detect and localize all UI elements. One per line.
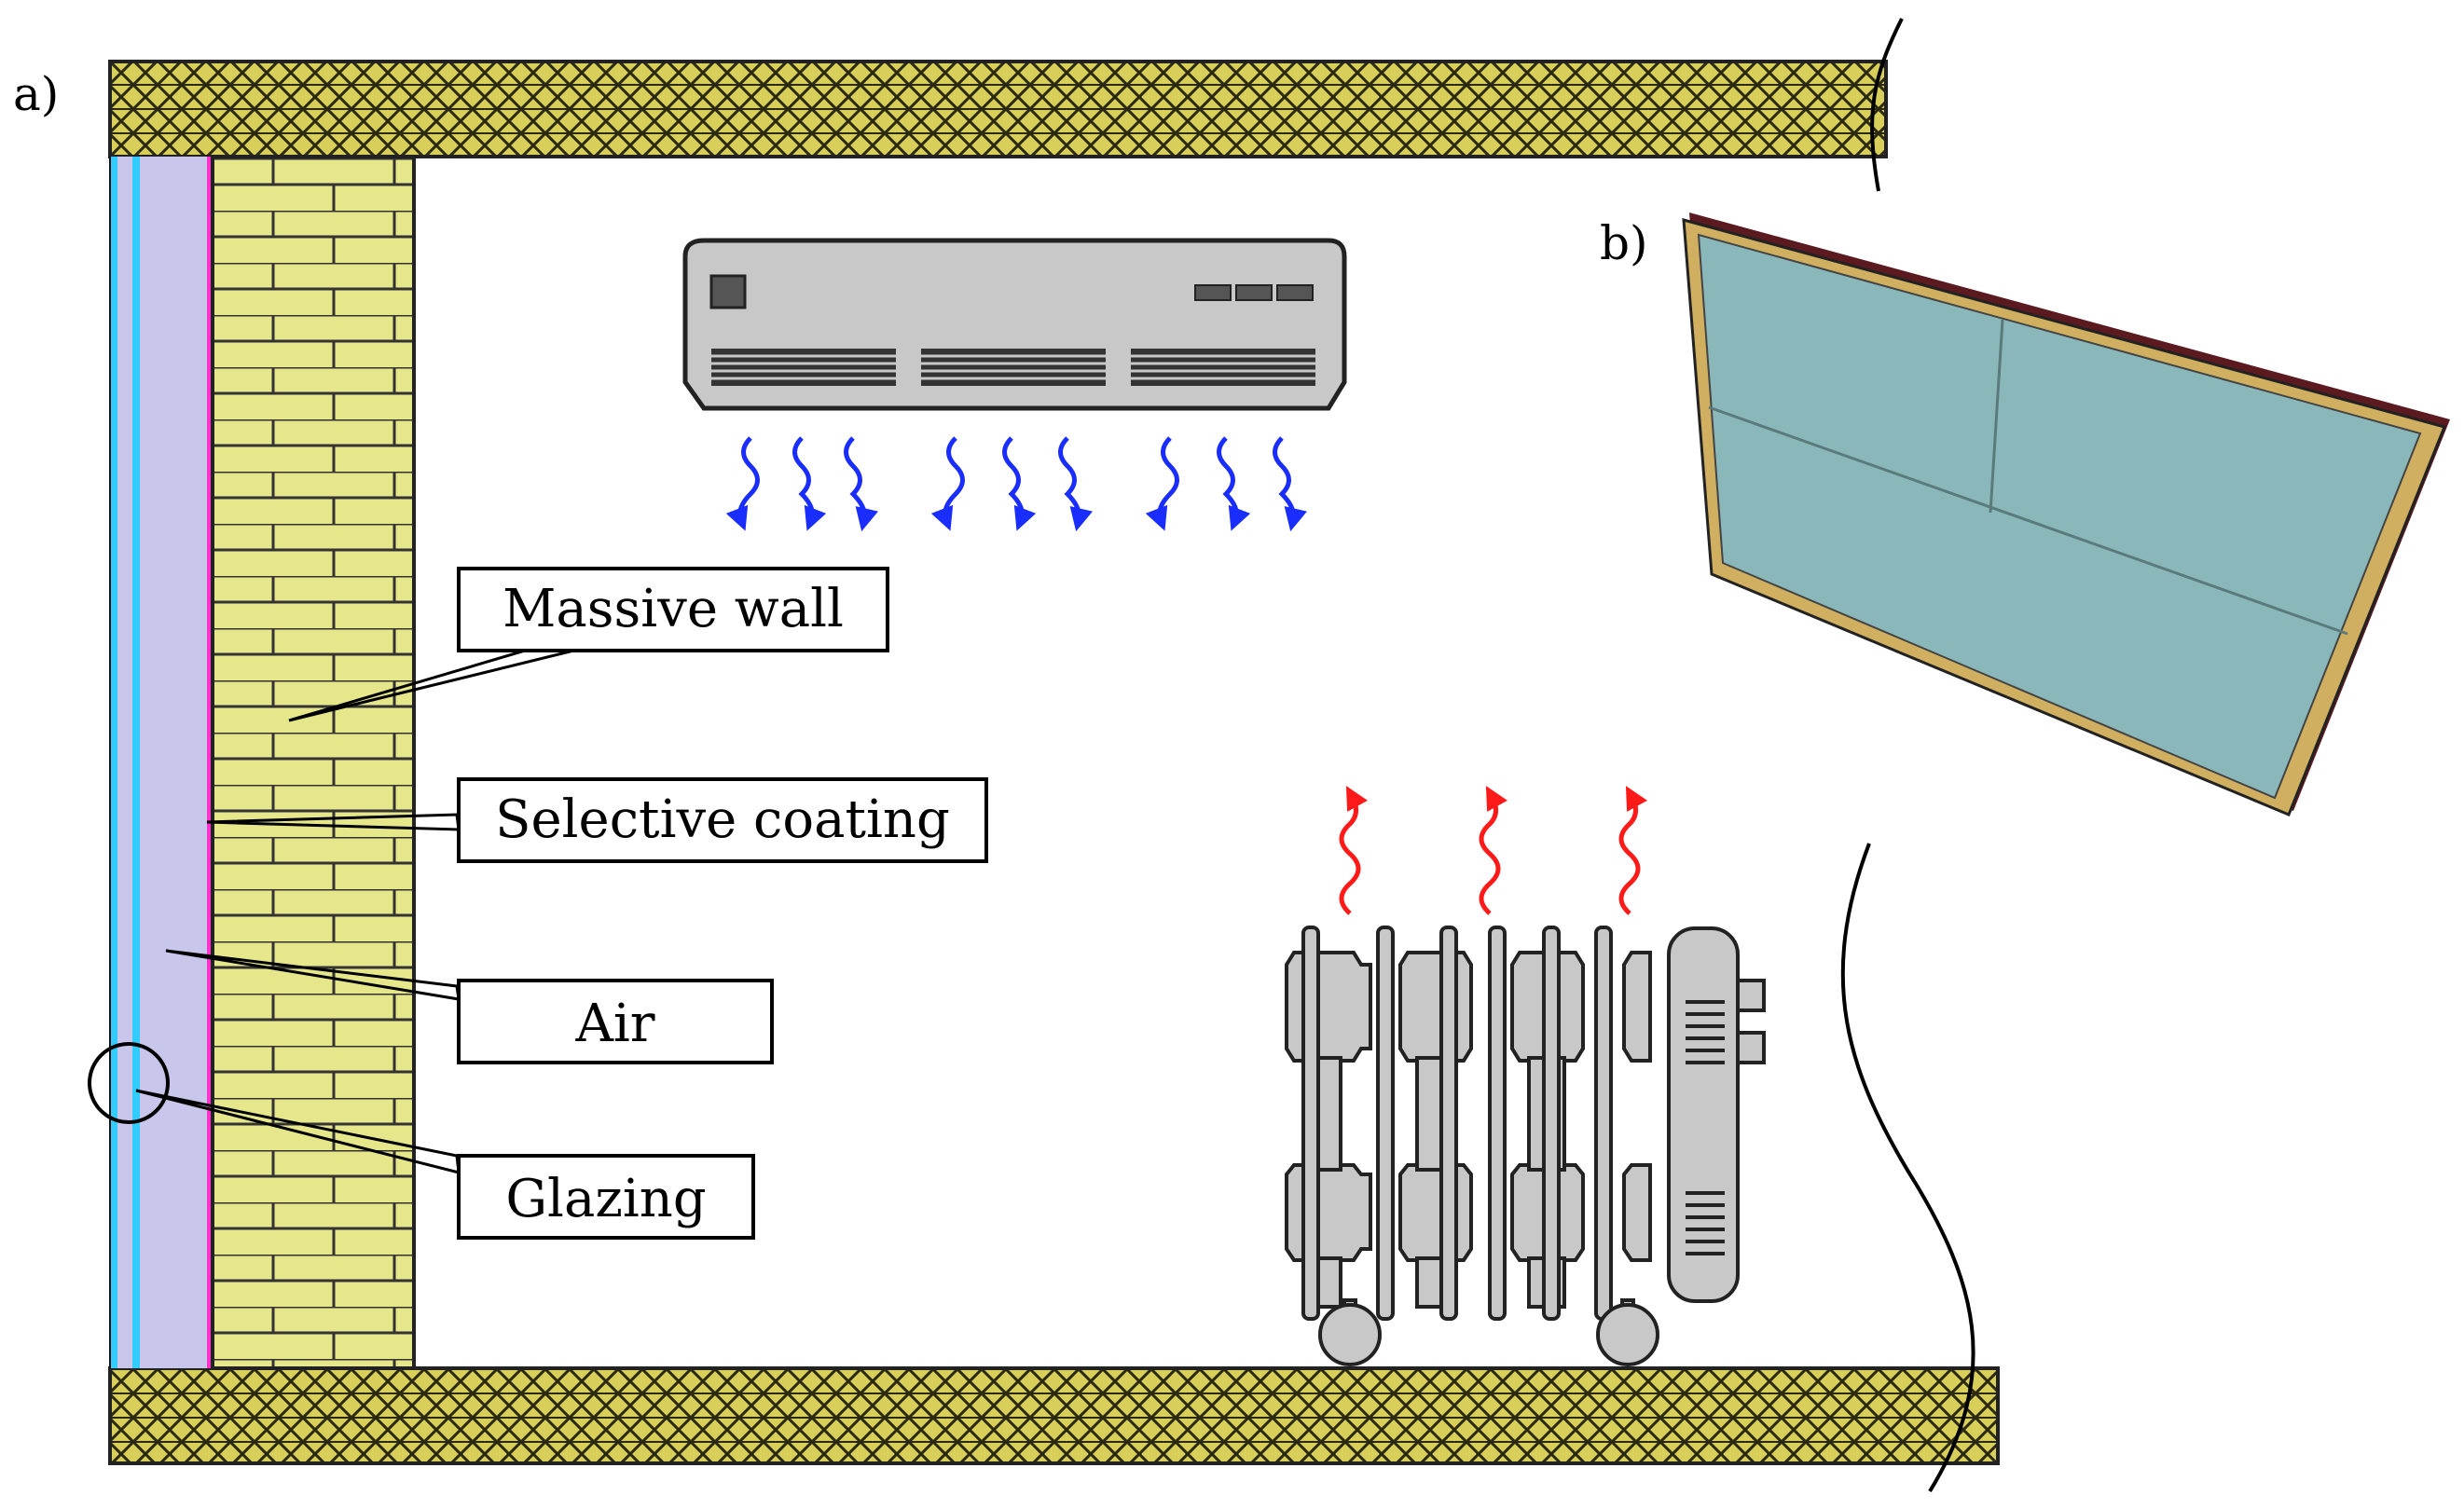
break-line-top	[1870, 18, 1904, 192]
heat-arrows	[1339, 786, 1647, 915]
ceiling-slab	[108, 60, 1888, 158]
air-gap	[140, 157, 209, 1368]
callout-selective-coating: Selective coating	[457, 777, 988, 863]
callout-massive-wall-label: Massive wall	[502, 579, 844, 639]
floor-slab	[108, 1366, 2000, 1465]
massive-wall	[211, 155, 416, 1370]
cold-air-arrows	[725, 436, 1307, 532]
trombe-wall-panel-icon	[1682, 213, 2450, 816]
oil-radiator-icon	[1285, 926, 1766, 1366]
selective-coating-layer	[207, 157, 213, 1368]
callout-massive-wall: Massive wall	[457, 567, 889, 652]
glazing-layer	[109, 157, 140, 1368]
callout-selective-coating-label: Selective coating	[495, 789, 950, 850]
callout-air-label: Air	[574, 994, 654, 1054]
panel-label-a: a)	[13, 67, 59, 121]
callout-air: Air	[457, 979, 774, 1064]
air-conditioner-icon	[682, 238, 1347, 411]
callout-glazing: Glazing	[457, 1154, 755, 1240]
glazing-marker-circle	[88, 1042, 170, 1124]
callout-glazing-label: Glazing	[505, 1169, 706, 1229]
break-line-bottom	[1840, 843, 1975, 1493]
panel-label-b: b)	[1600, 216, 1648, 270]
